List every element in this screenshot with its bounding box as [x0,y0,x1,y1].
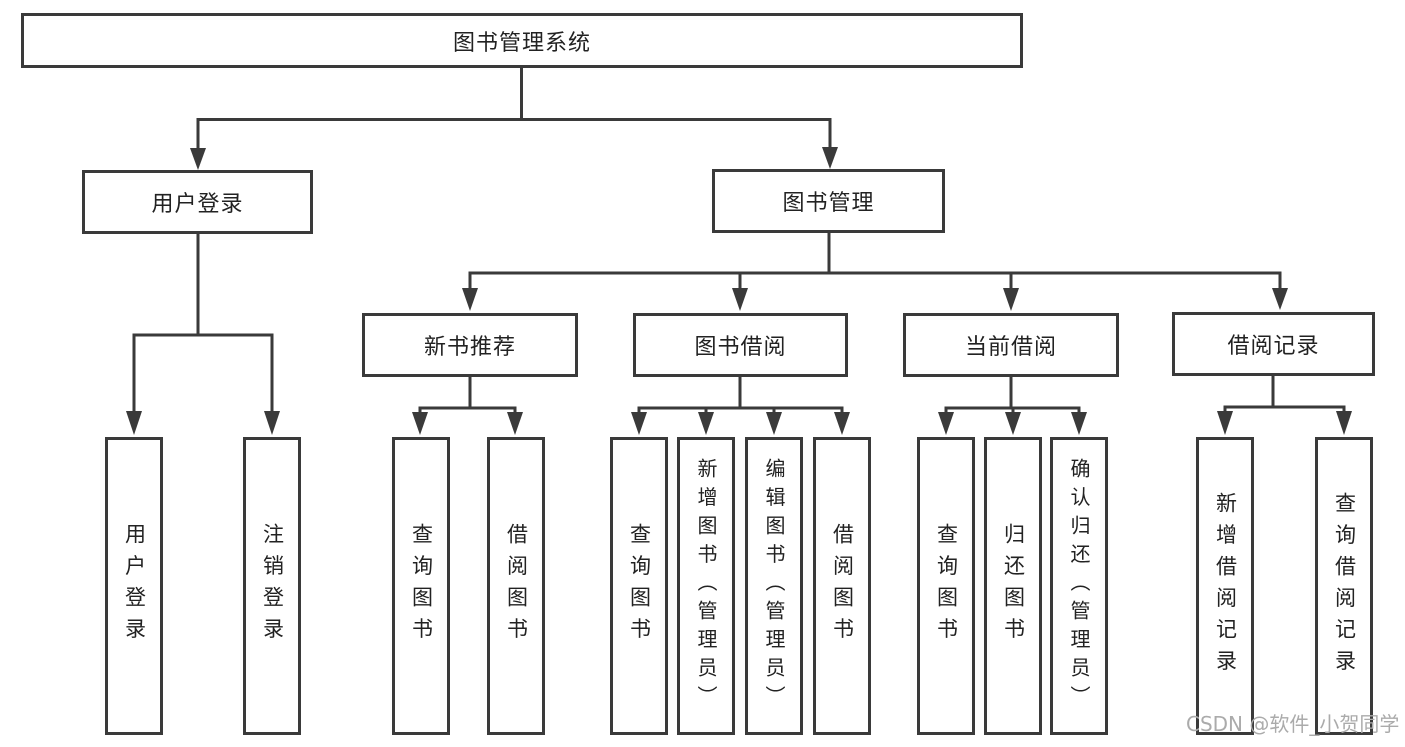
leaf-confirm-return-admin: 确认归还（管理员） [1050,437,1108,735]
leaf-newbook-query-books-label: 查询图书 [409,523,434,649]
node-user-login-label: 用户登录 [151,192,244,217]
leaf-logout: 注销登录 [243,437,301,735]
node-current-borrow: 当前借阅 [903,313,1119,377]
leaf-user-login-label: 用户登录 [122,523,147,649]
leaf-confirm-return-admin-label: 确认归还（管理员） [1067,458,1091,714]
leaf-query-borrow-record-label: 查询借阅记录 [1332,491,1357,681]
leaf-add-books-admin-label: 新增图书（管理员） [694,458,718,714]
leaf-newbook-borrow-books-label: 借阅图书 [504,523,529,649]
leaf-newbook-borrow-books: 借阅图书 [487,437,545,735]
leaf-add-borrow-record-label: 新增借阅记录 [1213,491,1238,681]
node-user-login: 用户登录 [82,170,313,234]
node-book-borrow-label: 图书借阅 [694,335,787,360]
leaf-edit-books-admin-label: 编辑图书（管理员） [762,458,786,714]
leaf-borrow-books: 借阅图书 [813,437,871,735]
leaf-add-borrow-record: 新增借阅记录 [1196,437,1254,735]
node-current-borrow-label: 当前借阅 [964,335,1057,360]
node-root-label: 图书管理系统 [452,30,591,56]
leaf-edit-books-admin: 编辑图书（管理员） [745,437,803,735]
node-borrow-records: 借阅记录 [1172,312,1375,376]
leaf-borrow-query-books-label: 查询图书 [627,523,652,649]
leaf-user-login: 用户登录 [105,437,163,735]
node-book-management: 图书管理 [712,169,945,233]
leaf-borrow-books-label: 借阅图书 [830,523,855,649]
leaf-return-books-label: 归还图书 [1001,523,1026,649]
leaf-newbook-query-books: 查询图书 [392,437,450,735]
node-book-management-label: 图书管理 [782,191,875,216]
leaf-query-borrow-record: 查询借阅记录 [1315,437,1373,735]
node-book-borrow: 图书借阅 [633,313,848,377]
node-root: 图书管理系统 [21,13,1023,68]
leaf-current-query-books-label: 查询图书 [934,523,959,649]
node-new-book-recommend: 新书推荐 [362,313,578,377]
csdn-watermark: CSDN @软件_小贺同学 [1186,712,1400,736]
leaf-return-books: 归还图书 [984,437,1042,735]
node-new-book-recommend-label: 新书推荐 [423,335,516,360]
leaf-add-books-admin: 新增图书（管理员） [677,437,735,735]
leaf-current-query-books: 查询图书 [917,437,975,735]
leaf-logout-label: 注销登录 [260,523,285,649]
node-borrow-records-label: 借阅记录 [1227,334,1320,359]
leaf-borrow-query-books: 查询图书 [610,437,668,735]
